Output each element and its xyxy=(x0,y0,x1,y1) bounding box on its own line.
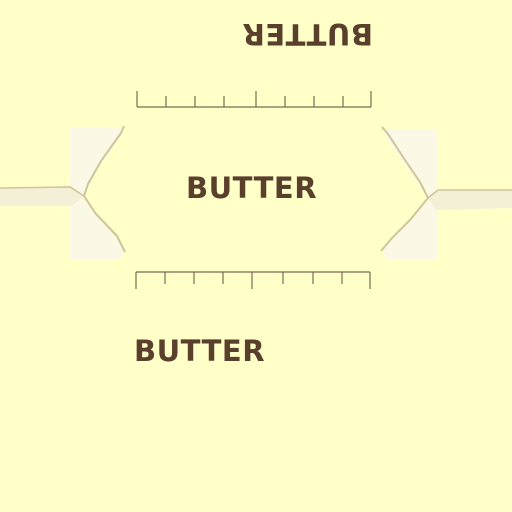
center-butter-label: BUTTER xyxy=(186,171,318,205)
top-tick-ruler xyxy=(136,91,372,108)
bottom-tick-ruler xyxy=(135,271,371,289)
bottom-butter-label: BUTTER xyxy=(134,334,266,368)
mirrored-butter-label: BUTTER xyxy=(242,17,374,51)
left-wrapper-flap xyxy=(0,125,126,259)
right-wrapper-flap xyxy=(380,126,512,259)
